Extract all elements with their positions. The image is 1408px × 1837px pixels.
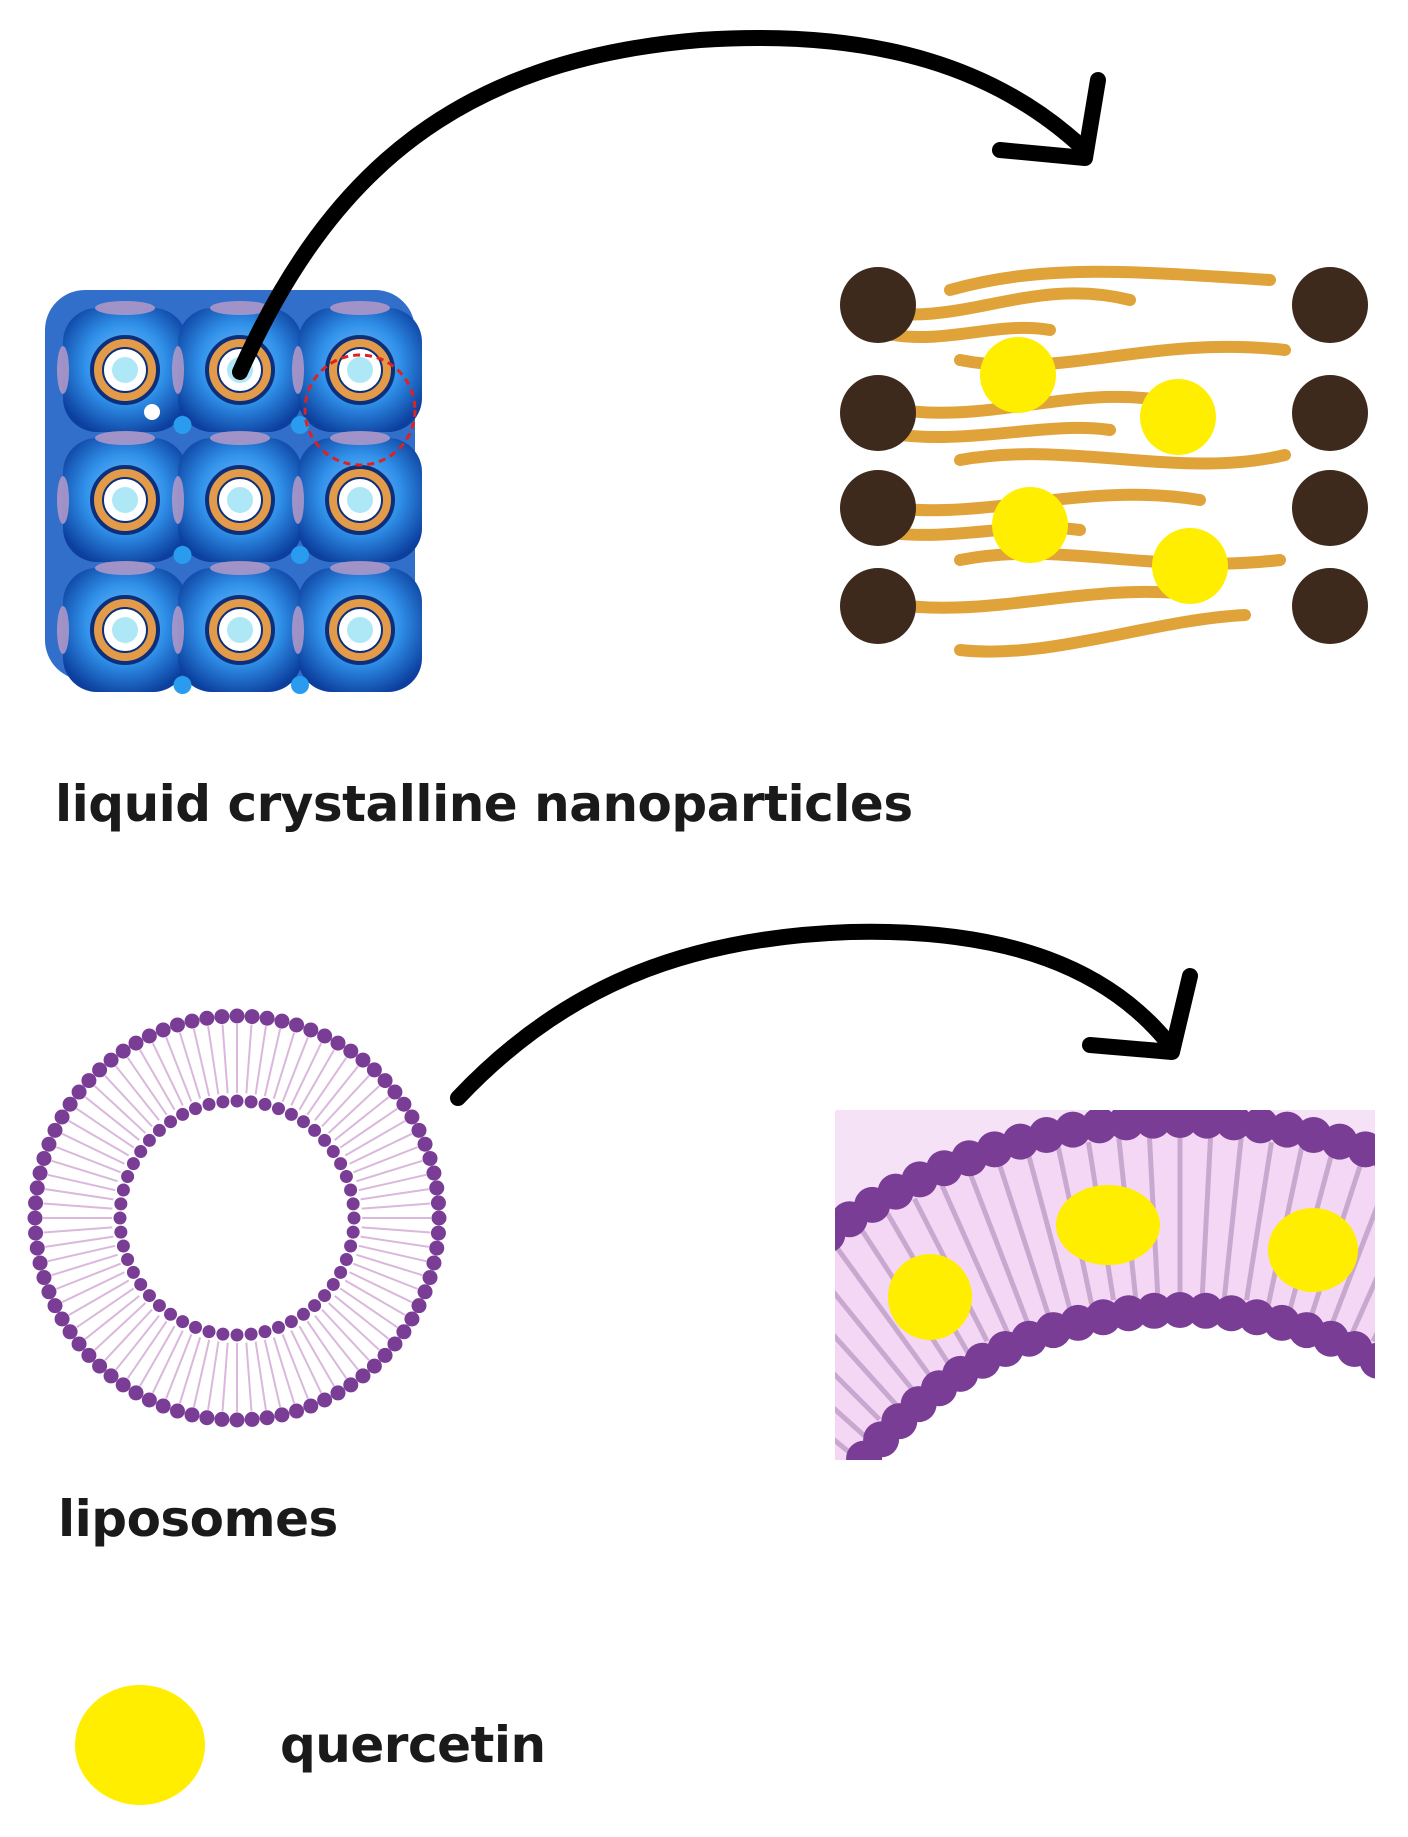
lipid-bilayer-icon (840, 265, 1368, 658)
quercetin-legend-icon (75, 1685, 205, 1805)
lcn-label: liquid crystalline nanoparticles (55, 775, 913, 833)
curved-arrow-icon (450, 923, 1198, 1106)
quercetin-dot (1152, 528, 1228, 604)
liposomes-label: liposomes (58, 1490, 338, 1548)
liposome-membrane-section-icon (835, 1110, 1375, 1460)
liposome-icon (27, 1008, 447, 1428)
quercetin-dot (1056, 1185, 1160, 1265)
quercetin-dot (888, 1254, 972, 1340)
quercetin-dot (1268, 1208, 1358, 1292)
quercetin-dot (980, 337, 1056, 413)
quercetin-legend-label: quercetin (280, 1716, 546, 1774)
lcn-cubic-lattice-icon (45, 290, 422, 694)
quercetin-dot (1140, 379, 1216, 455)
curved-arrow-icon (232, 30, 1106, 380)
quercetin-dot (992, 487, 1068, 563)
